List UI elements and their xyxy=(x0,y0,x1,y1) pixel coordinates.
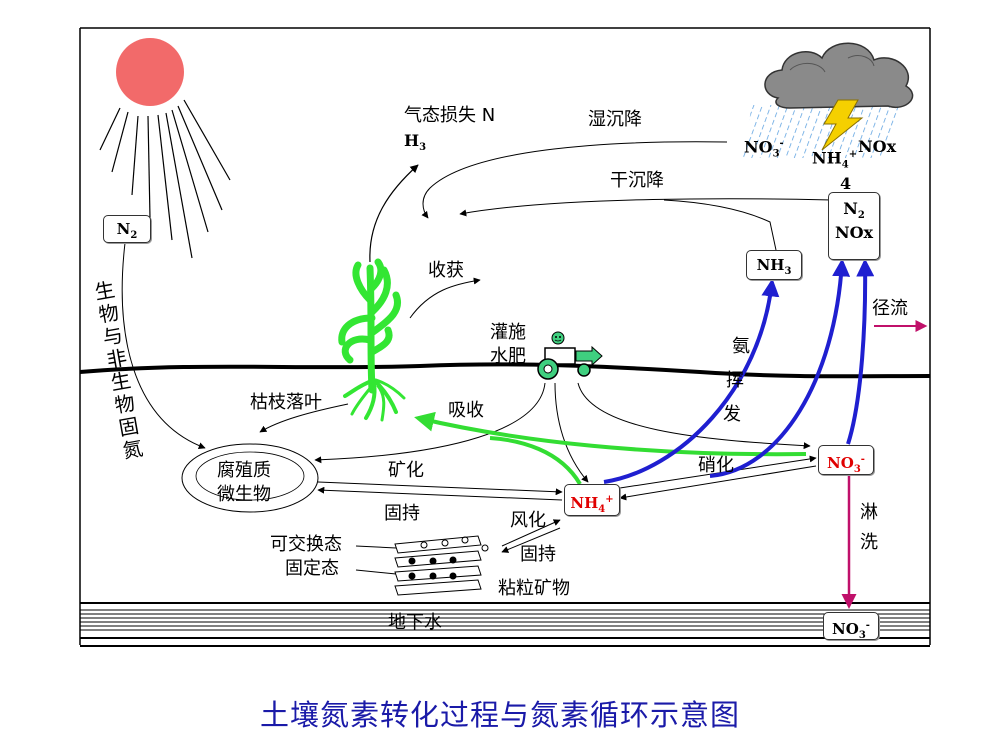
arrow-no3-absorption xyxy=(414,411,807,457)
sun-icon xyxy=(99,38,231,259)
arrow-fertilizer-to-humus xyxy=(314,382,546,464)
label-mineralization: 矿化 xyxy=(388,460,424,481)
arrow-no3-to-nh4 xyxy=(619,465,817,501)
no3-groundwater-box: NO3- xyxy=(823,612,879,641)
label-gas-loss-formula: H3 xyxy=(404,131,427,154)
arrow-dry-deposition xyxy=(459,198,833,217)
groundwater-band xyxy=(80,602,930,647)
ammonia-volatilization-char: 发 xyxy=(723,404,741,425)
label-water-fertilizer: 水肥 xyxy=(490,346,526,367)
label-microbes: 微生物 xyxy=(217,484,271,505)
label-immobilization: 固持 xyxy=(384,503,420,524)
arrow-wet-deposition xyxy=(421,141,728,219)
ammonia-volatilization-char: 氨 xyxy=(732,336,750,357)
nh3-box: NH3 xyxy=(746,250,802,280)
arrow-no3-to-nox xyxy=(846,258,875,445)
label-dry-deposition: 干沉降 xyxy=(610,170,664,191)
label-clay-minerals: 粘粒矿物 xyxy=(498,578,570,599)
diagram-frame xyxy=(79,27,931,645)
plant-icon xyxy=(338,258,406,422)
arrow-litter xyxy=(259,403,349,433)
ammonia-volatilization-char: 挥 xyxy=(726,370,744,391)
arrow-harvest xyxy=(409,277,481,319)
arrow-weathering-fixation xyxy=(501,527,561,553)
label-harvest: 收获 xyxy=(428,260,464,281)
page-title: 土壤氮素转化过程与氮素循环示意图 xyxy=(259,698,740,732)
label-absorption: 吸收 xyxy=(448,400,484,421)
arrow-plant-to-gas-loss xyxy=(369,164,419,263)
label-wet-deposition: 湿沉降 xyxy=(588,109,642,130)
arrow-nh4-absorption xyxy=(489,436,582,486)
label-leaching: 淋洗 xyxy=(860,502,878,553)
label-weathering-fixation: 固持 xyxy=(520,544,556,565)
label-ammonia-volatilization: 氨挥发 xyxy=(710,330,754,432)
nh4-soil-box: NH4+ xyxy=(564,484,620,516)
volatilization-arrows xyxy=(603,258,875,484)
arrow-nh4-to-nh3 xyxy=(603,278,780,484)
no3-soil-box: NO3- xyxy=(818,445,874,475)
label-irrigation: 灌施 xyxy=(490,322,526,343)
label-humus: 腐殖质 xyxy=(217,460,271,481)
black-process-arrows xyxy=(121,141,833,553)
label-fixed-state: 固定态 xyxy=(285,558,339,579)
label-exchangeable: 可交换态 xyxy=(270,534,342,555)
label-gas-loss: 气态损失 N xyxy=(404,105,496,126)
humus-ellipse xyxy=(181,443,319,513)
label-cloud-nox: NOx xyxy=(858,137,897,156)
arrow-nitrification-to-n2 xyxy=(709,258,851,478)
label-cloud-nh4-extra: 4 xyxy=(840,174,852,193)
n2-nox-box: N2 NOx xyxy=(828,192,880,260)
soil-surface-line xyxy=(79,362,931,379)
absorption-arrows xyxy=(414,411,807,486)
label-litter: 枯枝落叶 xyxy=(250,392,322,413)
storm-cloud-icon xyxy=(742,42,914,158)
arrow-fertilizer-to-no3 xyxy=(577,382,811,450)
label-groundwater: 地下水 xyxy=(388,612,442,633)
label-cloud-no3: NO3- xyxy=(744,137,784,160)
label-nitrification: 硝化 xyxy=(698,455,734,476)
arrow-mineralization xyxy=(317,481,563,496)
clay-mineral-icon xyxy=(355,535,489,596)
arrow-immobilization xyxy=(317,486,563,501)
label-weathering: 风化 xyxy=(510,510,546,531)
n2-box: N2 xyxy=(103,215,151,243)
arrow-fertilizer-to-nh4 xyxy=(554,382,589,483)
label-runoff: 径流 xyxy=(872,298,908,319)
label-cloud-nh4: NH4+ xyxy=(812,148,858,171)
arrow-weathering xyxy=(501,519,561,547)
fertilizer-tractor-icon xyxy=(537,331,603,380)
arrow-n2-fixation xyxy=(121,242,206,450)
